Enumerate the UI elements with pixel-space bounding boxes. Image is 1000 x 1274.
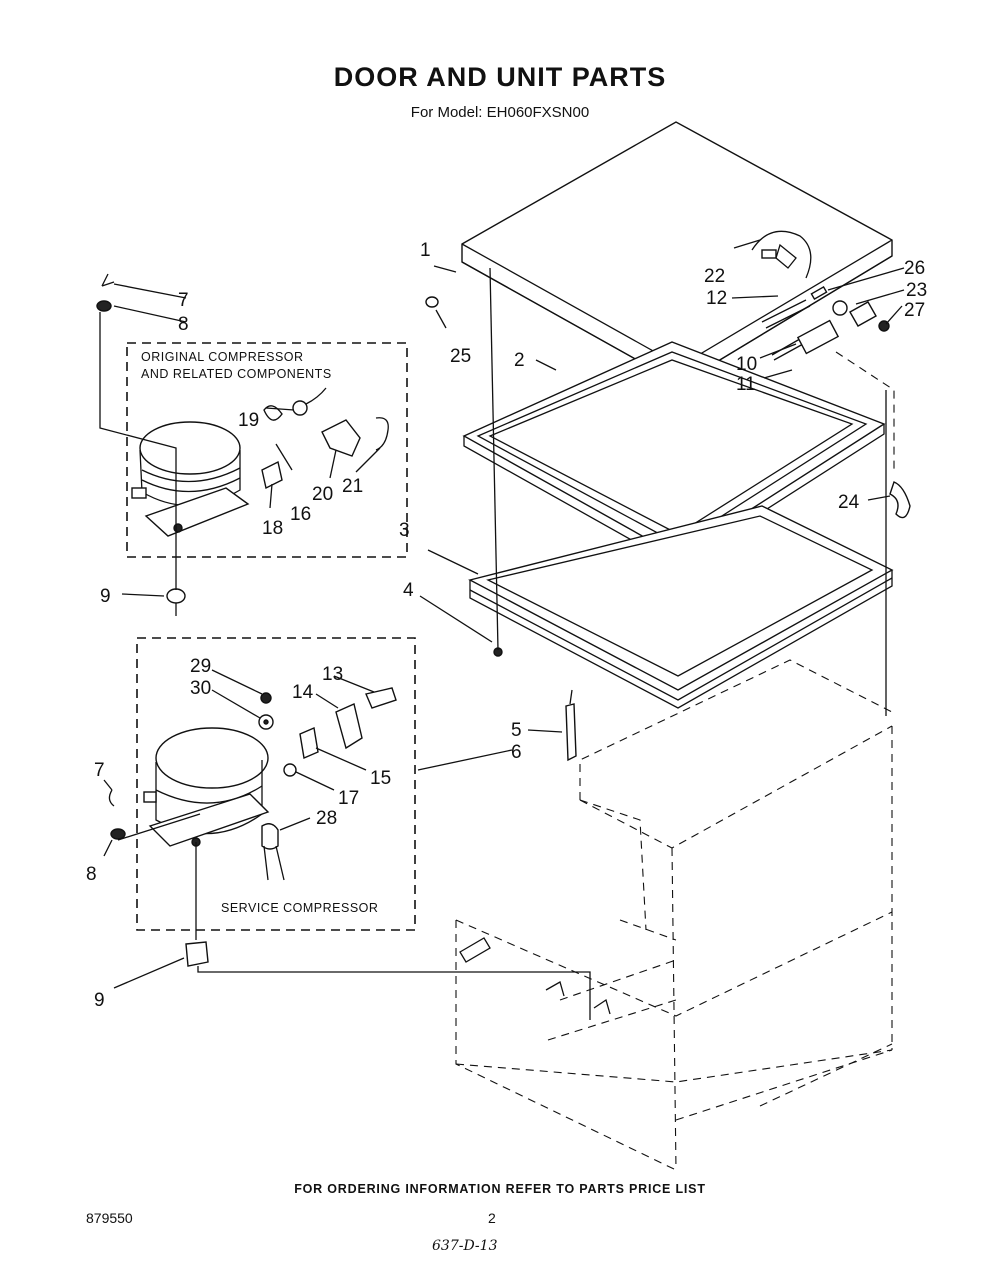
misc-parts — [96, 273, 911, 967]
latch-assembly — [751, 230, 890, 361]
relay-parts — [261, 387, 389, 490]
callout-14: 14 — [292, 682, 314, 703]
original-box-label-line1: ORIGINAL COMPRESSOR — [141, 350, 304, 364]
callout-12: 12 — [706, 288, 727, 309]
callout-23: 23 — [906, 280, 927, 301]
callout-15: 15 — [370, 768, 391, 789]
callout-2: 2 — [514, 350, 525, 371]
callout-9-service: 9 — [94, 990, 105, 1011]
callout-4: 4 — [403, 580, 414, 601]
callout-8-original: 8 — [178, 314, 189, 335]
leader-lines — [99, 239, 905, 1020]
callout-11: 11 — [736, 374, 756, 395]
model-subtitle: For Model: EH060FXSN00 — [410, 104, 590, 121]
callout-10: 10 — [736, 354, 757, 375]
callout-17: 17 — [338, 788, 359, 809]
callout-9-original: 9 — [100, 586, 111, 607]
breaker-frame — [468, 505, 894, 709]
original-box-label-line2: AND RELATED COMPONENTS — [141, 367, 332, 381]
callout-7-service: 7 — [94, 760, 105, 781]
callout-28: 28 — [316, 808, 337, 829]
callout-24: 24 — [838, 492, 860, 513]
cabinet-outline — [455, 659, 893, 1171]
handwritten-code: 637-D-13 — [432, 1238, 498, 1254]
door-gasket — [462, 341, 886, 567]
service-compressor — [143, 727, 270, 847]
callout-29: 29 — [190, 656, 211, 677]
callout-26: 26 — [904, 258, 925, 279]
callout-22: 22 — [704, 266, 725, 287]
callout-16: 16 — [290, 504, 311, 525]
ordering-note: FOR ORDERING INFORMATION REFER TO PARTS … — [294, 1182, 706, 1196]
page-title: DOOR AND UNIT PARTS — [333, 62, 667, 92]
callout-20: 20 — [312, 484, 333, 505]
service-compressor-box — [136, 637, 416, 931]
original-compressor — [131, 421, 250, 537]
callout-19: 19 — [238, 410, 259, 431]
callout-13: 13 — [322, 664, 343, 685]
callout-6: 6 — [511, 742, 522, 763]
callout-5: 5 — [511, 720, 522, 741]
callout-30: 30 — [190, 678, 211, 699]
service-box-label: SERVICE COMPRESSOR — [221, 901, 378, 915]
callout-1: 1 — [420, 240, 431, 261]
page-number: 2 — [488, 1210, 496, 1226]
callout-27: 27 — [904, 300, 925, 321]
callout-numbers: 1 2 3 4 5 6 7 7 8 8 9 9 10 11 12 13 14 1… — [86, 240, 927, 1011]
callout-25: 25 — [450, 346, 471, 367]
service-components — [258, 687, 397, 881]
callout-21: 21 — [342, 476, 363, 497]
callout-7-original: 7 — [178, 290, 189, 311]
document-number: 879550 — [86, 1210, 133, 1226]
callout-3: 3 — [399, 520, 410, 541]
callout-18: 18 — [262, 518, 283, 539]
original-compressor-box — [126, 342, 408, 558]
callout-8-service: 8 — [86, 864, 97, 885]
